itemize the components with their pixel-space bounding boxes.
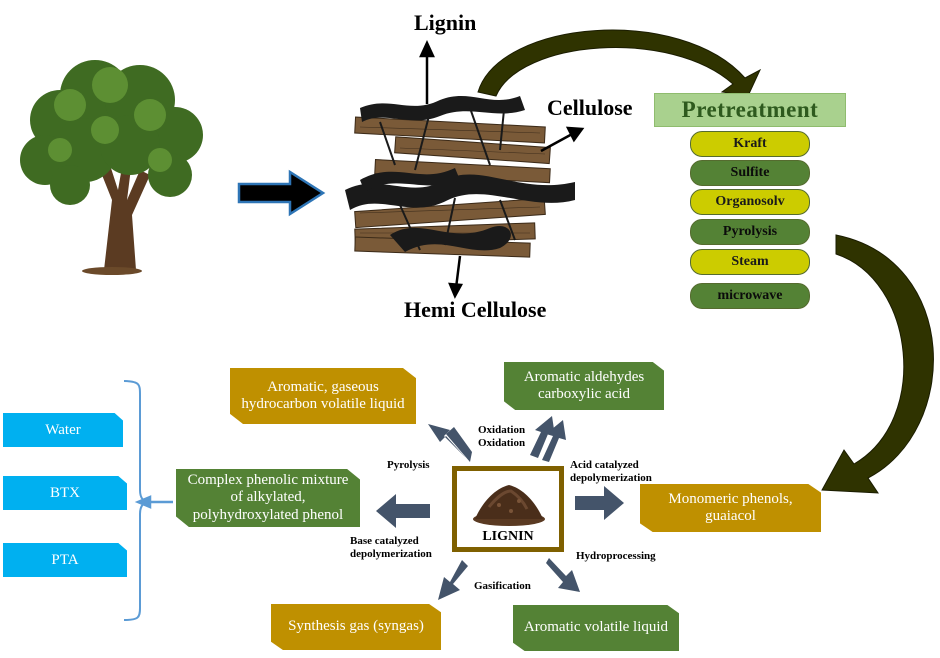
product-aromatic-gaseous: Aromatic, gaseous hydrocarbon volatile l… <box>230 368 416 424</box>
output-water: Water <box>3 413 123 447</box>
process-acid-catalyzed: Acid catalyzed <box>570 459 639 471</box>
curved-arrow-right <box>821 234 934 494</box>
lignin-center-label: LIGNIN <box>482 529 534 544</box>
product-synthesis-gas: Synthesis gas (syngas) <box>271 604 441 650</box>
lignin-label: Lignin <box>414 10 477 35</box>
process-base-catalyzed: Base catalyzed <box>350 535 419 547</box>
output-btx: BTX <box>3 476 127 510</box>
process-gasification: Gasification <box>474 580 531 592</box>
back-arrow-icon <box>134 495 173 509</box>
process-oxidation: Oxidation <box>478 437 526 449</box>
pretreatment-method: Pyrolysis <box>690 219 810 245</box>
hemicellulose-label: Hemi Cellulose <box>404 297 547 322</box>
pretreatment-method: Steam <box>690 249 810 275</box>
curved-arrow-top <box>477 29 762 97</box>
process-oxidation: Oxidation <box>478 424 526 436</box>
pretreatment-method: Kraft <box>690 131 810 157</box>
right-arrow-icon <box>237 169 326 217</box>
pretreatment-method: microwave <box>690 283 810 309</box>
process-hydroprocessing: Hydroprocessing <box>576 550 656 562</box>
product-complex-phenolic: Complex phenolic mixture of alkylated, p… <box>176 469 360 527</box>
product-aromatic-volatile: Aromatic volatile liquid <box>513 605 679 651</box>
product-aromatic-aldehydes: Aromatic aldehydes carboxylic acid <box>504 362 664 410</box>
lignin-powder-icon <box>473 485 545 526</box>
pretreatment-title: Pretreatment <box>654 93 846 127</box>
process-pyrolysis: Pyrolysis <box>387 459 430 471</box>
product-monomeric-phenols: Monomeric phenols, guaiacol <box>640 484 821 532</box>
process-base-depolymerization: depolymerization <box>350 548 432 560</box>
pretreatment-method: Organosolv <box>690 189 810 215</box>
lignin-center-box: LIGNIN <box>452 466 564 552</box>
process-acid-depolymerization: depolymerization <box>570 472 652 484</box>
lignocellulose-structure-icon <box>345 96 575 258</box>
pretreatment-method: Sulfite <box>690 160 810 186</box>
cellulose-label: Cellulose <box>547 95 633 120</box>
output-pta: PTA <box>3 543 127 577</box>
tree-icon <box>20 60 203 275</box>
